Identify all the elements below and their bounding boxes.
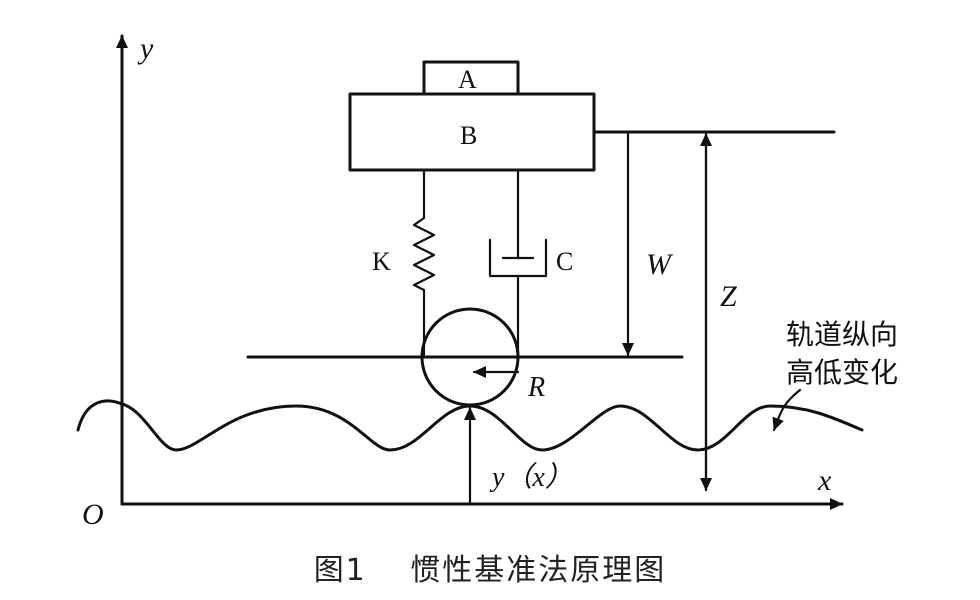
origin-label: O xyxy=(82,498,104,531)
track-label-line2: 高低变化 xyxy=(786,356,898,389)
block-a-label: A xyxy=(458,65,477,94)
figure-caption: 图1 惯性基准法原理图 xyxy=(313,553,667,588)
w-label: W xyxy=(646,248,674,281)
yx-label: y（x） xyxy=(489,462,573,493)
track-label-line1: 轨道纵向 xyxy=(786,318,898,351)
x-axis-label: x xyxy=(817,464,832,497)
damper-label: C xyxy=(556,247,573,276)
z-label: Z xyxy=(720,280,737,313)
block-b-label: B xyxy=(460,121,477,150)
spring-label: K xyxy=(372,247,391,276)
y-axis-label: y xyxy=(137,32,154,65)
spring-k xyxy=(412,168,436,357)
radius-label: R xyxy=(527,372,545,403)
track-label-pointer xyxy=(772,388,802,432)
wheel xyxy=(420,307,520,407)
